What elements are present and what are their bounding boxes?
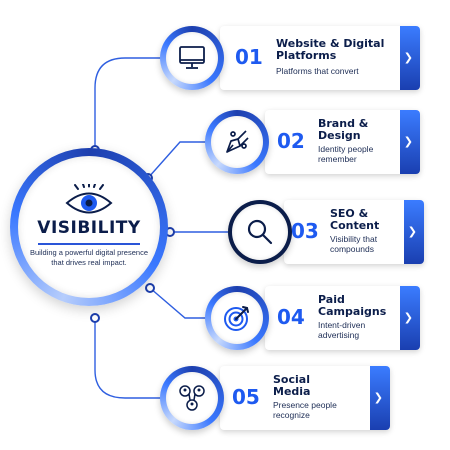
pen-tool-icon (226, 130, 249, 153)
step-03-subtext: Visibility that compounds (330, 234, 378, 254)
step-05-heading: Social Media (273, 373, 311, 398)
step-01-heading: Website & Digital Platforms (276, 37, 385, 62)
magnifier-icon (247, 219, 273, 245)
connector-02 (147, 141, 207, 179)
hub-title: VISIBILITY (37, 218, 141, 238)
step-04-arrow-tab[interactable]: ❯ (400, 286, 420, 350)
step-05-card[interactable]: ❯ (220, 366, 390, 430)
step-03-arrow-tab[interactable]: ❯ (404, 200, 424, 264)
step-01-arrow-tab[interactable]: ❯ (400, 26, 420, 90)
chevron-right-icon: ❯ (407, 225, 417, 238)
step-01-subtext: Platforms that convert (276, 66, 359, 76)
connector-04 (149, 287, 207, 319)
step-03-card[interactable]: ❯ (284, 200, 424, 264)
connector-05 (94, 318, 163, 399)
step-02-card[interactable]: ❯ (265, 110, 420, 174)
junction-dot-05 (90, 313, 100, 323)
hub-tagline: Building a powerful digital presence tha… (30, 248, 148, 267)
step-03-heading: SEO & Content (330, 207, 380, 232)
step-02-arrow-tab[interactable]: ❯ (400, 110, 420, 174)
step-02-number: 02 (277, 129, 305, 153)
step-01-number: 01 (235, 45, 263, 69)
step-04-heading: Paid Campaigns (318, 293, 387, 318)
step-01-card[interactable]: ❯ (220, 26, 420, 90)
hub-underline (38, 243, 140, 245)
step-02-heading: Brand & Design (318, 117, 369, 142)
chevron-right-icon: ❯ (403, 311, 413, 324)
people-network-icon (179, 385, 205, 411)
connector-01 (94, 57, 163, 150)
step-04-card[interactable]: ❯ (265, 286, 420, 350)
junction-dot-04 (145, 283, 155, 293)
target-icon (224, 306, 249, 331)
step-04-number: 04 (277, 305, 305, 329)
step-02-subtext: Identity people remember (318, 144, 374, 164)
eye-icon (65, 184, 113, 214)
step-03-number: 03 (291, 219, 319, 243)
step-05-number: 05 (232, 385, 260, 409)
step-05-arrow-tab[interactable]: ❯ (370, 366, 390, 430)
chevron-right-icon: ❯ (403, 51, 413, 64)
hub-circle: VISIBILITY Building a powerful digital p… (18, 156, 160, 298)
step-05-subtext: Presence people recognize (273, 400, 337, 420)
chevron-right-icon: ❯ (403, 135, 413, 148)
chevron-right-icon: ❯ (373, 391, 383, 404)
monitor-icon (179, 46, 205, 69)
step-04-subtext: Intent-driven advertising (318, 320, 366, 340)
